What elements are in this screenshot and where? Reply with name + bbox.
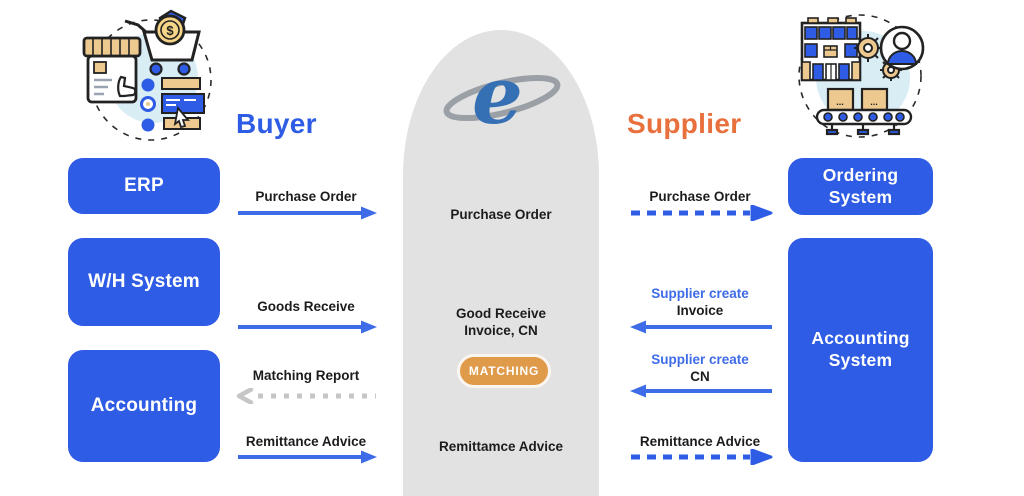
ordering-system-label: Ordering System — [822, 164, 899, 207]
e-platform-logo: e — [443, 50, 561, 140]
svg-text:$: $ — [166, 23, 174, 38]
buyer-shopping-illustration-icon: $ — [82, 9, 212, 141]
buyer-system-warehouse: W/H System — [68, 238, 220, 326]
wh-system-label: W/H System — [88, 271, 200, 292]
platform-purchase-order-label: Purchase Order — [450, 207, 552, 222]
supplier-flow-remittance-advice-label: Remittance Advice — [639, 434, 761, 449]
erp-label: ERP — [124, 175, 164, 196]
buyer-system-erp: ERP — [68, 158, 220, 214]
svg-text:...: ... — [870, 97, 878, 107]
arrow-purchase-order-right-icon — [238, 206, 377, 220]
accounting-system-label: Accounting System — [811, 328, 910, 370]
buyer-flow-purchase-order-label: Purchase Order — [255, 189, 357, 204]
supplier-flow-cn-label: CN — [690, 369, 710, 384]
platform-remittance-label: Remittamce Advice — [438, 439, 564, 454]
supplier-system-accounting: Accounting System — [788, 238, 933, 462]
arrow-matching-report-left-dashed-icon — [236, 388, 376, 404]
buyer-title: Buyer — [236, 108, 317, 139]
einvoicing-platform-panel — [403, 30, 599, 496]
buyer-flow-remittance-advice-label: Remittance Advice — [245, 434, 367, 449]
supplier-title: Supplier — [627, 108, 742, 139]
supplier-system-ordering: Ordering System — [788, 158, 933, 215]
buyer-system-accounting: Accounting — [68, 350, 220, 462]
arrow-remittance-dashed-right-icon — [631, 449, 773, 465]
arrow-goods-receive-right-icon — [238, 320, 377, 334]
matching-badge: MATCHING — [457, 354, 551, 388]
arrow-remittance-advice-right-icon — [238, 450, 377, 464]
supplier-flow-purchase-order-label: Purchase Order — [649, 189, 751, 204]
supplier-warehouse-illustration-icon: ... ... — [798, 14, 925, 138]
platform-good-receive-label: Good Receive Invoice, CN — [455, 306, 547, 338]
buyer-flow-matching-report-label: Matching Report — [252, 368, 360, 383]
supplier-flow-invoice-label: Invoice — [676, 303, 724, 318]
accounting-label: Accounting — [90, 395, 198, 416]
svg-text:...: ... — [836, 97, 844, 107]
supplier-create-cn-prefix: Supplier create — [651, 352, 749, 367]
arrow-cn-left-icon — [630, 384, 772, 398]
supplier-create-invoice-prefix: Supplier create — [651, 286, 749, 301]
arrow-purchase-order-dashed-right-icon — [631, 205, 773, 221]
logo-letter-e: e — [472, 50, 523, 140]
arrow-invoice-left-icon — [630, 320, 772, 334]
buyer-flow-goods-receive-label: Goods Receive — [257, 299, 355, 314]
